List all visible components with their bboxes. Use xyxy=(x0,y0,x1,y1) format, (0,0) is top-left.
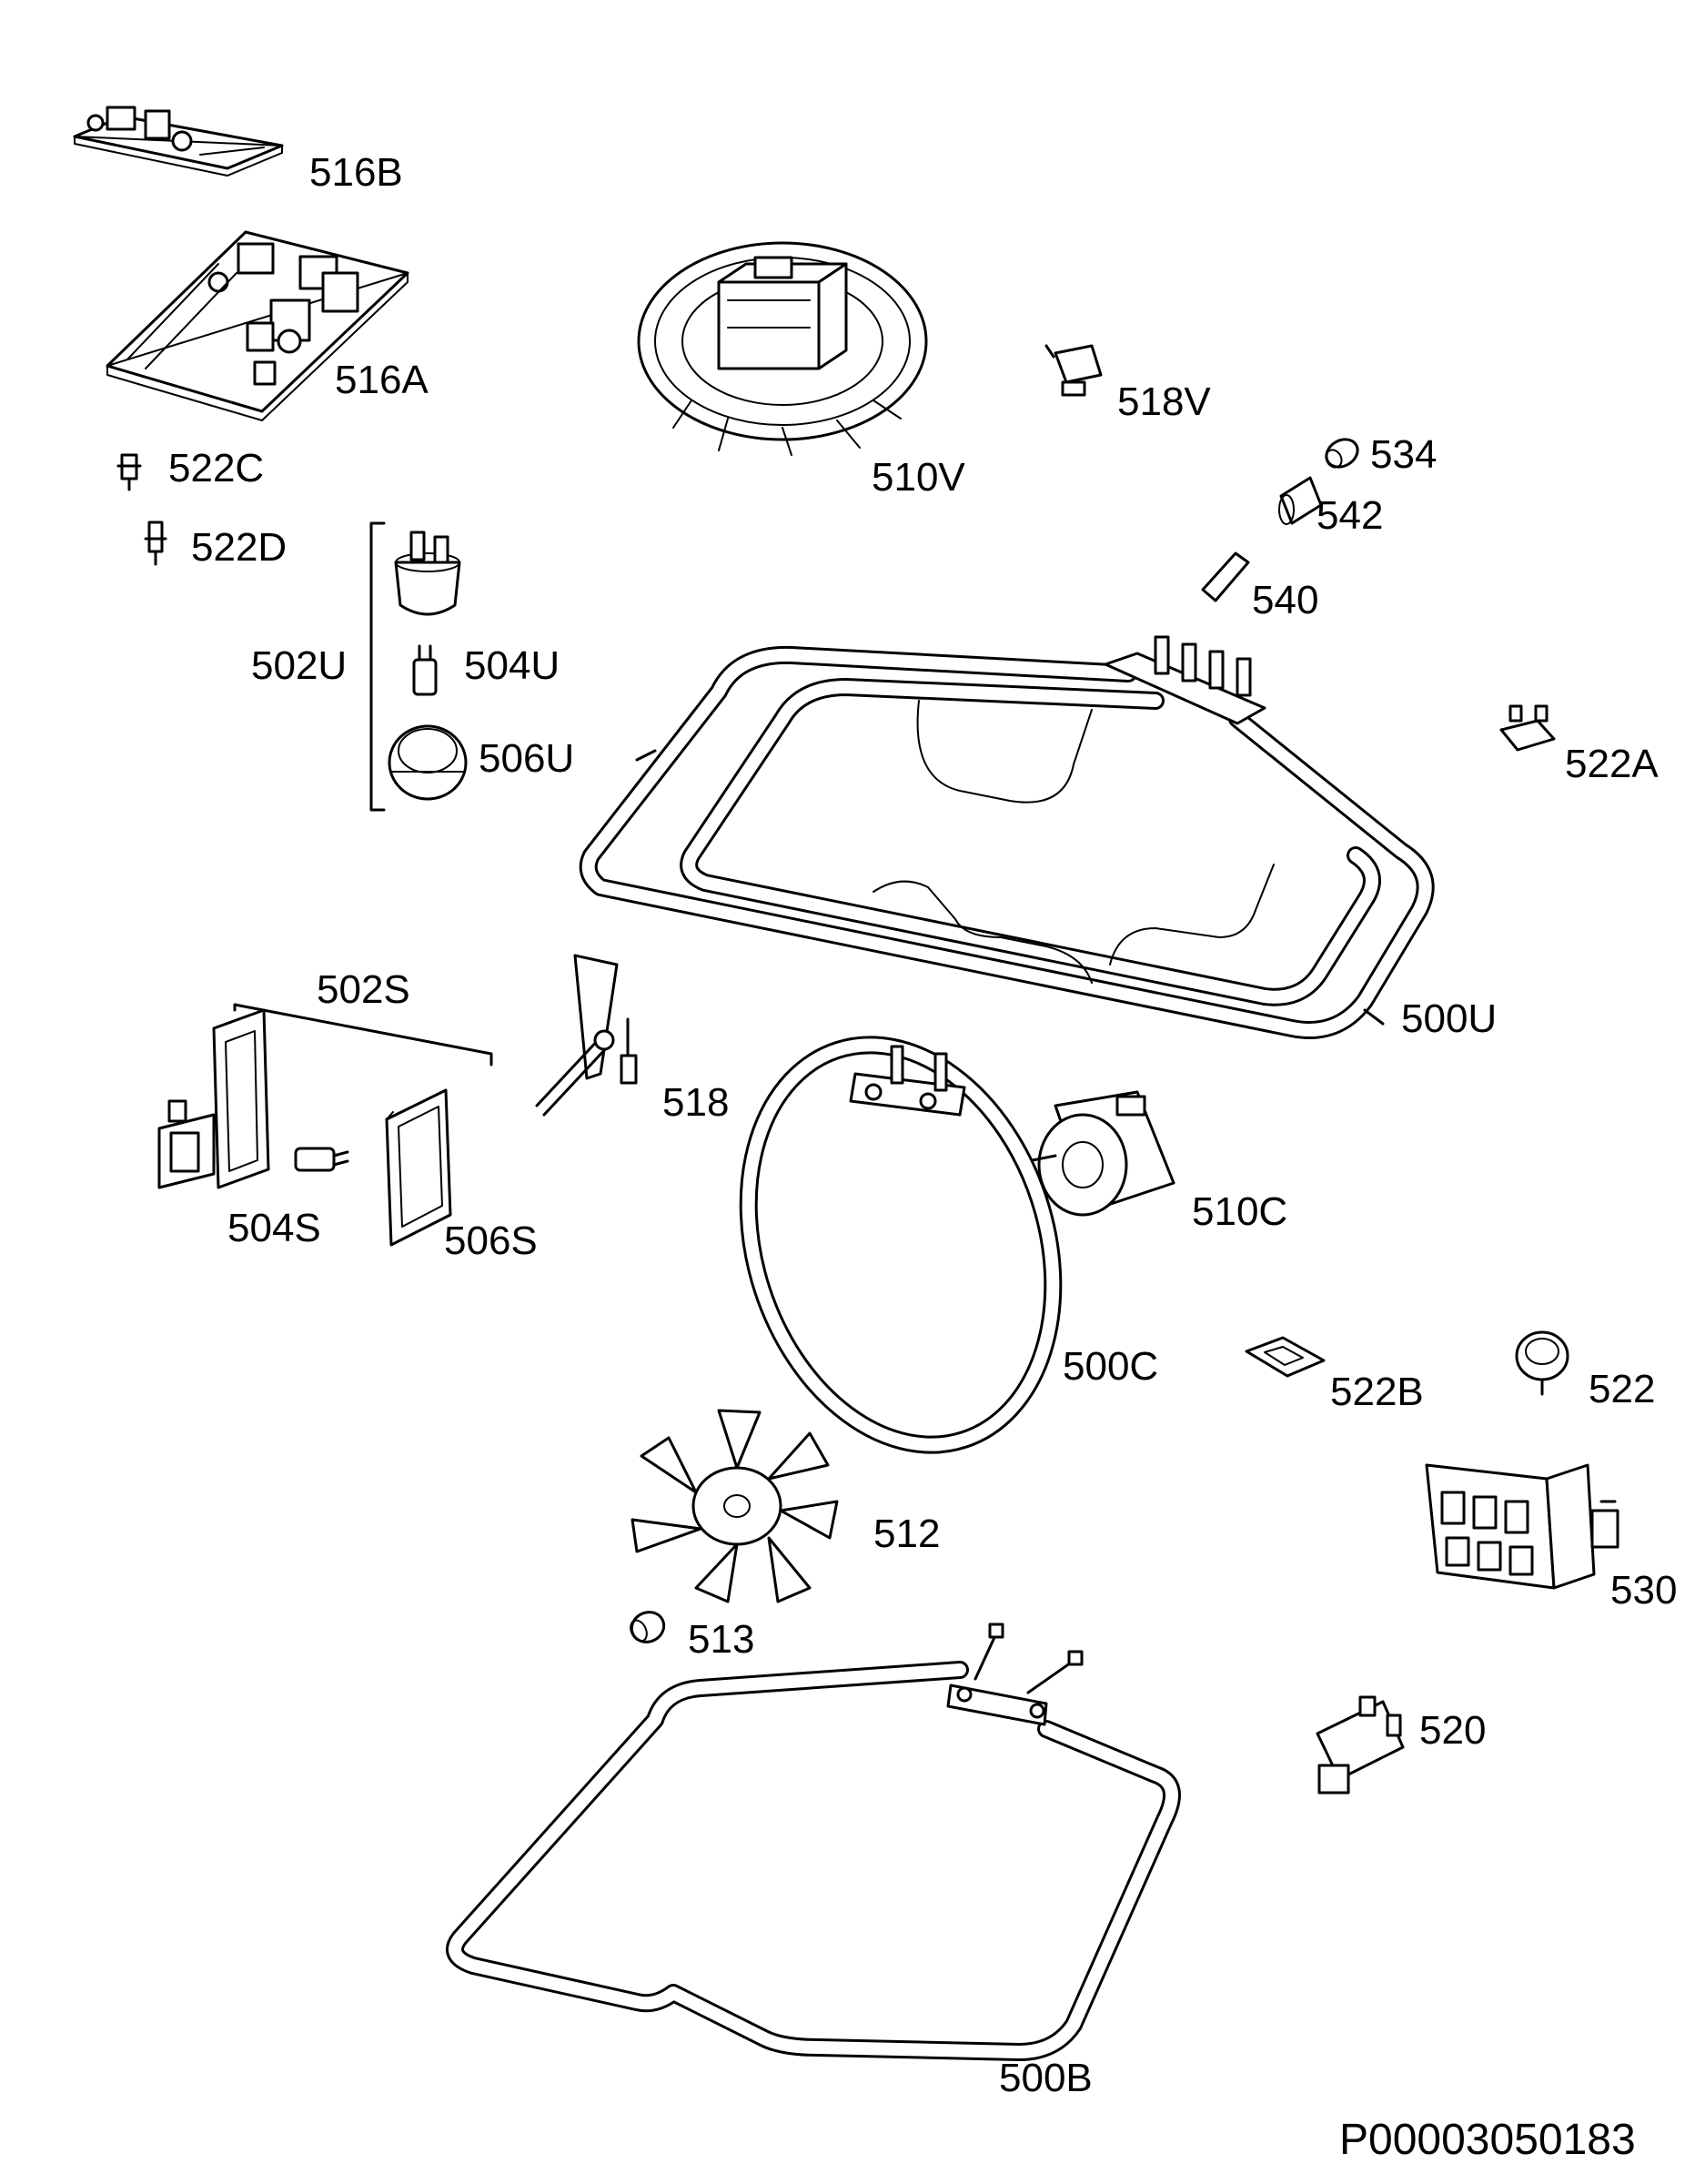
label-506U: 506U xyxy=(479,736,575,781)
part-522-drawing xyxy=(1515,1330,1569,1396)
label-504S: 504S xyxy=(227,1206,321,1250)
part-500B-drawing xyxy=(446,1623,1181,2061)
part-540-drawing xyxy=(1201,551,1250,602)
part-504S-drawing xyxy=(294,1147,349,1172)
label-522B: 522B xyxy=(1330,1370,1424,1414)
label-522A: 522A xyxy=(1565,742,1659,786)
part-516A-drawing xyxy=(106,230,409,421)
label-522D: 522D xyxy=(191,525,288,570)
drawing-code: P00003050183 xyxy=(1339,2116,1636,2164)
label-534: 534 xyxy=(1370,432,1438,477)
part-522C-drawing xyxy=(116,453,142,491)
part-502U-drawing xyxy=(394,531,461,616)
part-518-drawing xyxy=(535,954,638,1117)
part-500C-drawing xyxy=(739,1036,1063,1454)
label-522: 522 xyxy=(1589,1367,1656,1411)
label-540: 540 xyxy=(1252,578,1319,622)
label-502S: 502S xyxy=(317,967,410,1012)
label-502U: 502U xyxy=(251,643,348,688)
label-510V: 510V xyxy=(872,455,965,500)
part-518V-drawing xyxy=(1044,344,1103,397)
part-522D-drawing xyxy=(144,521,167,566)
part-530-drawing xyxy=(1425,1463,1619,1590)
part-513-drawing xyxy=(630,1611,666,1643)
label-516B: 516B xyxy=(309,150,403,195)
part-522A-drawing xyxy=(1499,704,1556,752)
label-512: 512 xyxy=(873,1512,941,1556)
label-516A: 516A xyxy=(335,358,429,402)
part-512-drawing xyxy=(631,1409,839,1603)
label-500C: 500C xyxy=(1063,1344,1159,1389)
part-506U-drawing xyxy=(388,724,468,801)
label-522C: 522C xyxy=(168,446,265,490)
part-500U-drawing xyxy=(579,635,1435,1039)
part-510V-drawing xyxy=(637,241,928,456)
label-513: 513 xyxy=(688,1617,755,1662)
part-506S-drawing xyxy=(385,1088,452,1247)
label-518V: 518V xyxy=(1117,379,1211,424)
part-502S-bracket xyxy=(233,1003,493,1067)
label-510C: 510C xyxy=(1192,1189,1288,1234)
label-504U: 504U xyxy=(464,643,560,688)
label-520: 520 xyxy=(1419,1708,1487,1753)
label-500U: 500U xyxy=(1401,996,1498,1041)
label-506S: 506S xyxy=(444,1218,538,1263)
part-542-drawing xyxy=(1278,476,1323,525)
part-516B-drawing xyxy=(73,106,284,177)
part-534-drawing xyxy=(1325,438,1359,469)
part-502S-drawing xyxy=(157,1008,270,1189)
part-520-drawing xyxy=(1316,1695,1405,1795)
part-510C-drawing xyxy=(1031,1090,1175,1217)
label-518: 518 xyxy=(662,1080,730,1125)
part-504U-drawing xyxy=(412,644,438,696)
label-500B: 500B xyxy=(999,2056,1093,2100)
label-530: 530 xyxy=(1610,1568,1678,1613)
part-522B-drawing xyxy=(1245,1336,1326,1378)
part-502U-bracket xyxy=(369,521,386,812)
label-542: 542 xyxy=(1317,493,1384,538)
